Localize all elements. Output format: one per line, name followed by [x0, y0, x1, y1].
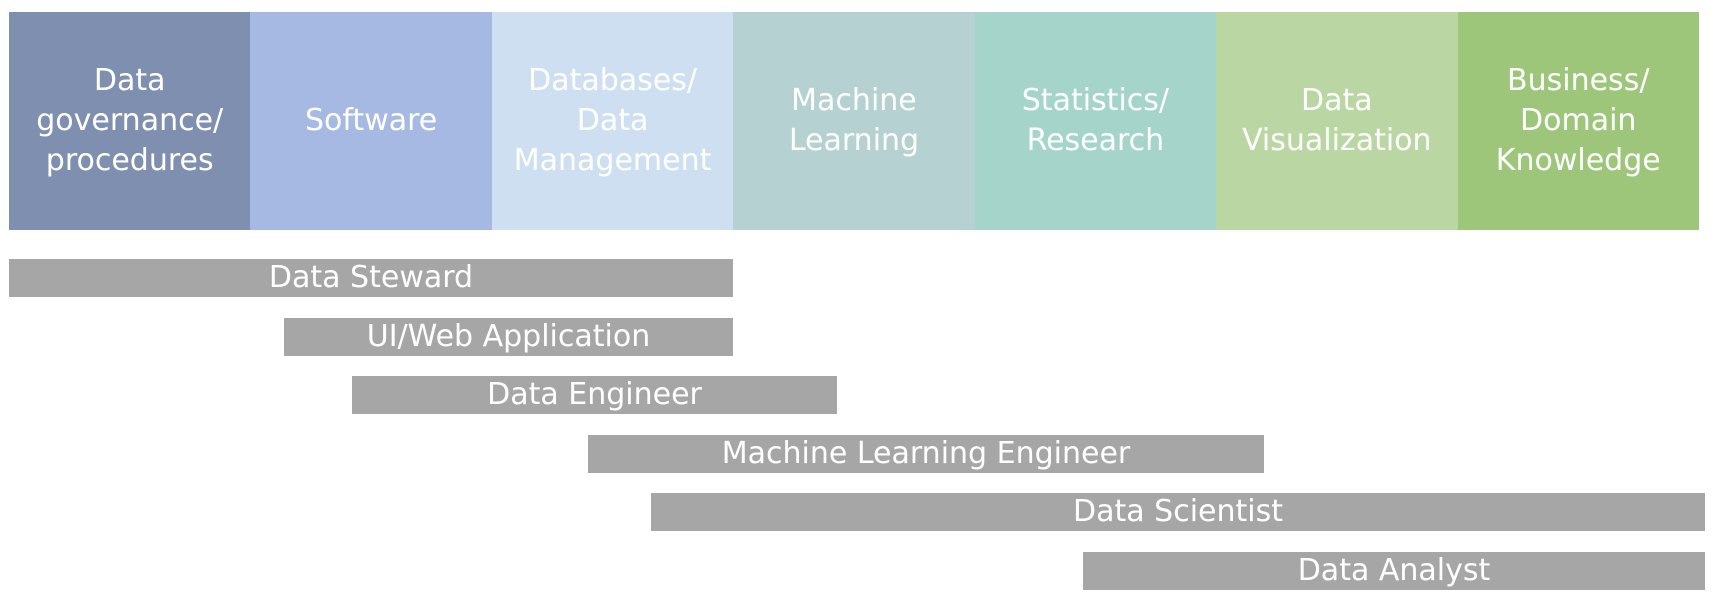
domain-machine-learning: Machine Learning — [733, 12, 975, 230]
domain-business-knowledge: Business/ Domain Knowledge — [1457, 12, 1699, 230]
role-bar-data-analyst: Data Analyst — [1083, 552, 1705, 590]
domain-statistics: Statistics/ Research — [974, 12, 1217, 230]
role-bar-ml-engineer: Machine Learning Engineer — [588, 435, 1264, 473]
domain-databases: Databases/ Data Management — [491, 12, 734, 230]
role-bar-data-engineer: Data Engineer — [352, 376, 837, 414]
role-bar-ui-web-application: UI/Web Application — [284, 318, 733, 356]
domain-data-governance: Data governance/ procedures — [9, 12, 251, 230]
role-bar-data-steward: Data Steward — [9, 259, 733, 297]
domain-data-visualization: Data Visualization — [1216, 12, 1458, 230]
role-bar-data-scientist: Data Scientist — [651, 493, 1705, 531]
skill-domain-header: Data governance/ procedures Software Dat… — [9, 12, 1699, 230]
domain-software: Software — [250, 12, 492, 230]
